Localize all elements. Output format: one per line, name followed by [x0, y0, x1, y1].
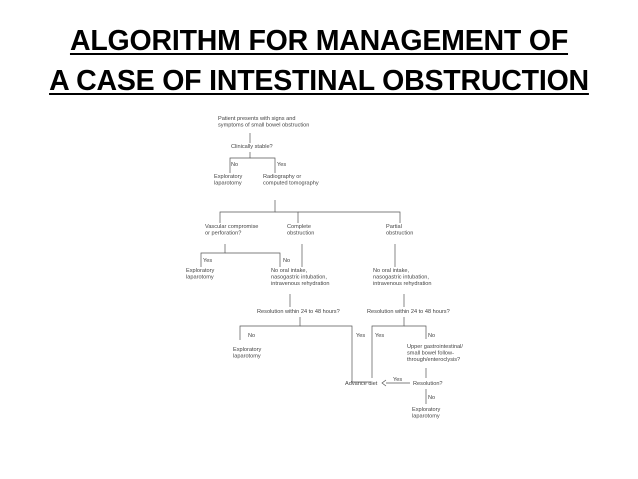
flow-node-line: laparotomy — [214, 180, 242, 186]
flow-node-line: nasogastric intubation, — [373, 274, 429, 280]
branch-label-yes: Yes — [203, 258, 212, 264]
flow-node-line: Resolution? — [413, 381, 443, 387]
flow-node-line: Exploratory — [214, 174, 242, 180]
flow-node-nooral2: No oral intake,nasogastric intubation,in… — [373, 268, 431, 287]
flow-node-line: Exploratory — [186, 268, 214, 274]
flow-node-line: Partial — [386, 224, 402, 230]
flow-node-line: Patient presents with signs and — [218, 116, 295, 122]
flow-node-res2: Resolution within 24 to 48 hours? — [367, 309, 450, 315]
flow-node-line: Advance diet — [345, 381, 378, 387]
branch-label-no: No — [428, 333, 435, 339]
connector — [219, 200, 276, 223]
flow-node-line: Radiography or — [263, 174, 301, 180]
flow-node-ugi: Upper gastrointestinal/small bowel follo… — [407, 344, 463, 363]
flow-node-line: No oral intake, — [373, 268, 410, 274]
flow-node-advance: Advance diet — [345, 381, 378, 387]
slide-title-line-2: A CASE OF INTESTINAL OBSTRUCTION — [49, 65, 589, 97]
flow-node-line: or perforation? — [205, 230, 241, 236]
flow-node-line: Resolution within 24 to 48 hours? — [257, 309, 340, 315]
flow-node-line: obstruction — [386, 230, 413, 236]
branch-label-yes: Yes — [277, 162, 286, 168]
connector — [298, 211, 401, 223]
slide-title-line-1: ALGORITHM FOR MANAGEMENT OF — [69, 25, 569, 57]
flow-node-line: Resolution within 24 to 48 hours? — [367, 309, 450, 315]
branch-label-no: No — [428, 395, 435, 401]
flow-node-line: Exploratory — [233, 347, 261, 353]
flow-node-stable: Clinically stable? — [231, 144, 273, 150]
flow-node-nooral1: No oral intake,nasogastric intubation,in… — [271, 268, 329, 287]
connector — [371, 317, 405, 378]
flow-node-line: small bowel follow- — [407, 350, 454, 356]
branch-label-yes: Yes — [356, 333, 365, 339]
flowchart-connectors — [200, 133, 427, 404]
flow-node-line: No oral intake, — [271, 268, 308, 274]
flow-node-line: symptoms of small bowel obstruction — [218, 122, 309, 128]
flow-node-line: computed tomography — [263, 180, 319, 186]
branch-label-yes: Yes — [393, 377, 402, 383]
connector — [200, 244, 226, 267]
flow-node-line: laparotomy — [186, 274, 214, 280]
branch-label-yes: Yes — [375, 333, 384, 339]
flow-node-line: Exploratory — [412, 407, 440, 413]
flow-node-res3: Resolution? — [413, 381, 443, 387]
connector — [250, 157, 276, 173]
flow-node-line: Vascular compromise — [205, 224, 258, 230]
branch-label-no: No — [231, 162, 238, 168]
flow-node-line: laparotomy — [412, 413, 440, 419]
flow-node-line: Clinically stable? — [231, 144, 273, 150]
connector — [225, 252, 281, 267]
connector — [381, 379, 387, 387]
connector — [275, 211, 299, 223]
flow-node-line: nasogastric intubation, — [271, 274, 327, 280]
flow-node-line: through/enteroclysis? — [407, 357, 460, 363]
branch-label-no: No — [283, 258, 290, 264]
flow-node-line: Upper gastrointestinal/ — [407, 344, 463, 350]
connector — [239, 317, 301, 340]
flow-node-line: intravenous rehydration — [373, 281, 431, 287]
connector — [229, 152, 251, 173]
connector — [404, 325, 427, 339]
flow-node-line: laparotomy — [233, 353, 261, 359]
branch-label-no: No — [248, 333, 255, 339]
flow-node-res1: Resolution within 24 to 48 hours? — [257, 309, 340, 315]
connector — [300, 325, 370, 383]
flow-node-line: obstruction — [287, 230, 314, 236]
flow-node-line: intravenous rehydration — [271, 281, 329, 287]
flow-node-line: Complete — [287, 224, 311, 230]
